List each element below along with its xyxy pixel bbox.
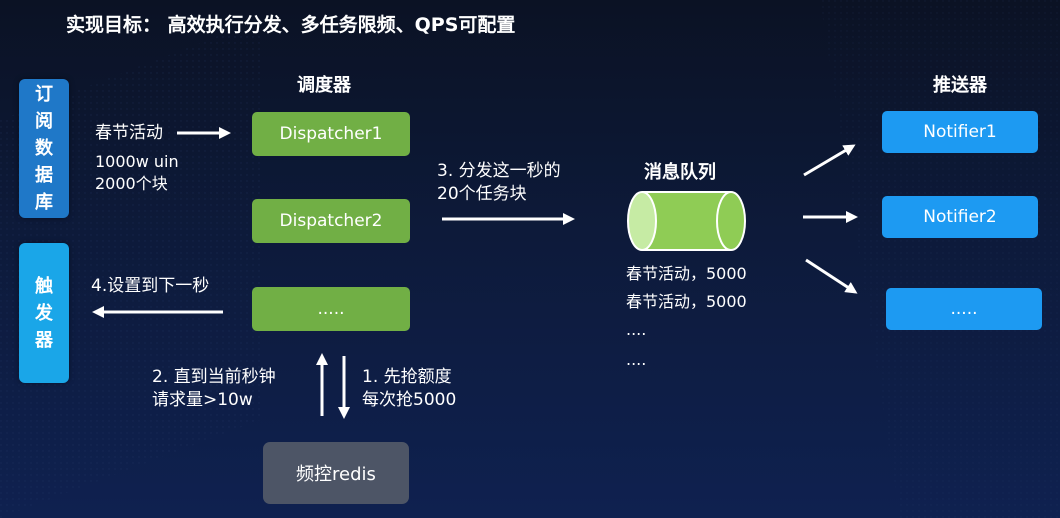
step3-line1: 3. 分发这一秒的 [437,161,561,181]
queue-item-1: 春节活动，5000 [626,264,747,283]
step3-line2: 20个任务块 [437,184,527,204]
heading-queue: 消息队列 [644,162,716,183]
dispatcher-box-2: Dispatcher2 [252,199,410,243]
page-title: 实现目标： 高效执行分发、多任务限频、QPS可配置 [66,14,516,36]
step4-label: 4.设置到下一秒 [91,276,210,296]
dispatcher-box-1: Dispatcher1 [252,112,410,156]
notifier-box-3: ..... [886,288,1042,330]
event-blocks: 2000个块 [95,174,168,193]
queue-item-4: .... [626,350,647,369]
queue-cylinder [627,191,746,251]
arrow-to-notifier-3 [805,258,858,294]
step2-line1: 2. 直到当前秒钟 [152,367,276,387]
redis-box: 频控redis [263,442,409,504]
notifier-box-2: Notifier2 [882,196,1038,238]
step1-line1: 1. 先抢额度 [362,367,452,387]
event-name: 春节活动 [95,123,163,143]
arrow-to-notifier-1 [803,144,856,177]
queue-item-2: 春节活动，5000 [626,292,747,311]
heading-pusher: 推送器 [933,75,987,96]
step1-line2: 每次抢5000 [362,390,457,410]
heading-scheduler: 调度器 [297,75,351,96]
event-users: 1000w uin [95,152,179,171]
queue-item-3: .... [626,320,647,339]
notifier-box-1: Notifier1 [882,111,1038,153]
subscribe-db-box: 订阅数据库 [19,79,69,218]
trigger-label: 触发器 [35,275,53,351]
dispatcher-box-3: ..... [252,287,410,331]
step2-line2: 请求量>10w [152,390,253,410]
trigger-box: 触发器 [19,243,69,383]
subscribe-db-label: 订阅数据库 [35,84,53,213]
